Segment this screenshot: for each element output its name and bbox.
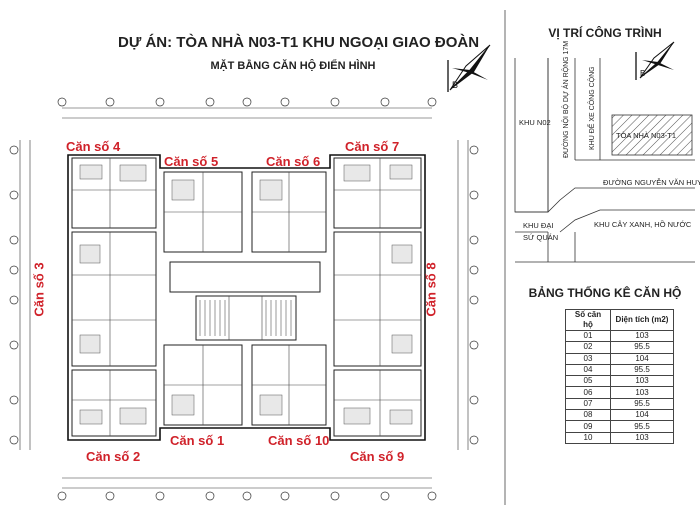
- compass-letter: B: [452, 80, 458, 90]
- stats-header-number: Số căn hộ: [565, 309, 611, 331]
- map-label-parking: KHU ĐỂ XE CÔNG CỘNG: [589, 66, 596, 150]
- compass-letter-map: B: [640, 69, 645, 78]
- apartment-label-7: Căn số 7: [345, 139, 400, 154]
- apartment-label-10: Căn số 10: [268, 433, 330, 448]
- page-subtitle: MẶT BẰNG CĂN HỘ ĐIỂN HÌNH: [210, 60, 376, 72]
- page-title: DỰ ÁN: TÒA NHÀ N03-T1 KHU NGOẠI GIAO ĐOÀ…: [118, 34, 480, 51]
- map-label-embassy: KHU ĐẠI: [523, 221, 554, 230]
- map-label-road: ĐƯỜNG NỘI BỘ DỰ ÁN RỘNG 17M: [563, 40, 570, 158]
- map-label-n02: KHU N02: [519, 118, 551, 127]
- apartment-label-8: Căn số 8: [423, 262, 439, 317]
- stats-header-area: Diện tích (m2): [610, 309, 674, 331]
- stats-title: BẢNG THỐNG KÊ CĂN HỘ: [528, 286, 682, 300]
- apartment-label-2: Căn số 2: [86, 449, 141, 464]
- apartment-label-3: Căn số 3: [31, 262, 47, 317]
- map-label-building: TÒA NHÀ N03-T1: [616, 131, 677, 140]
- north-arrow-icon-map: B: [635, 41, 675, 80]
- map-label-green: KHU CÂY XANH, HỒ NƯỚC: [594, 220, 692, 229]
- apartment-label-6: Căn số 6: [266, 154, 321, 169]
- map-label-embassy-2: SỨ QUÁN: [523, 233, 559, 242]
- apartment-label-9: Căn số 9: [350, 449, 405, 464]
- apartment-label-1: Căn số 1: [170, 433, 225, 448]
- north-arrow-icon: B: [447, 44, 491, 92]
- location-title: VỊ TRÍ CÔNG TRÌNH: [548, 26, 662, 40]
- map-label-street: ĐƯỜNG NGUYỄN VĂN HUYÊN: [603, 178, 700, 187]
- apartment-label-4: Căn số 4: [66, 139, 121, 154]
- apartment-label-5: Căn số 5: [164, 154, 219, 169]
